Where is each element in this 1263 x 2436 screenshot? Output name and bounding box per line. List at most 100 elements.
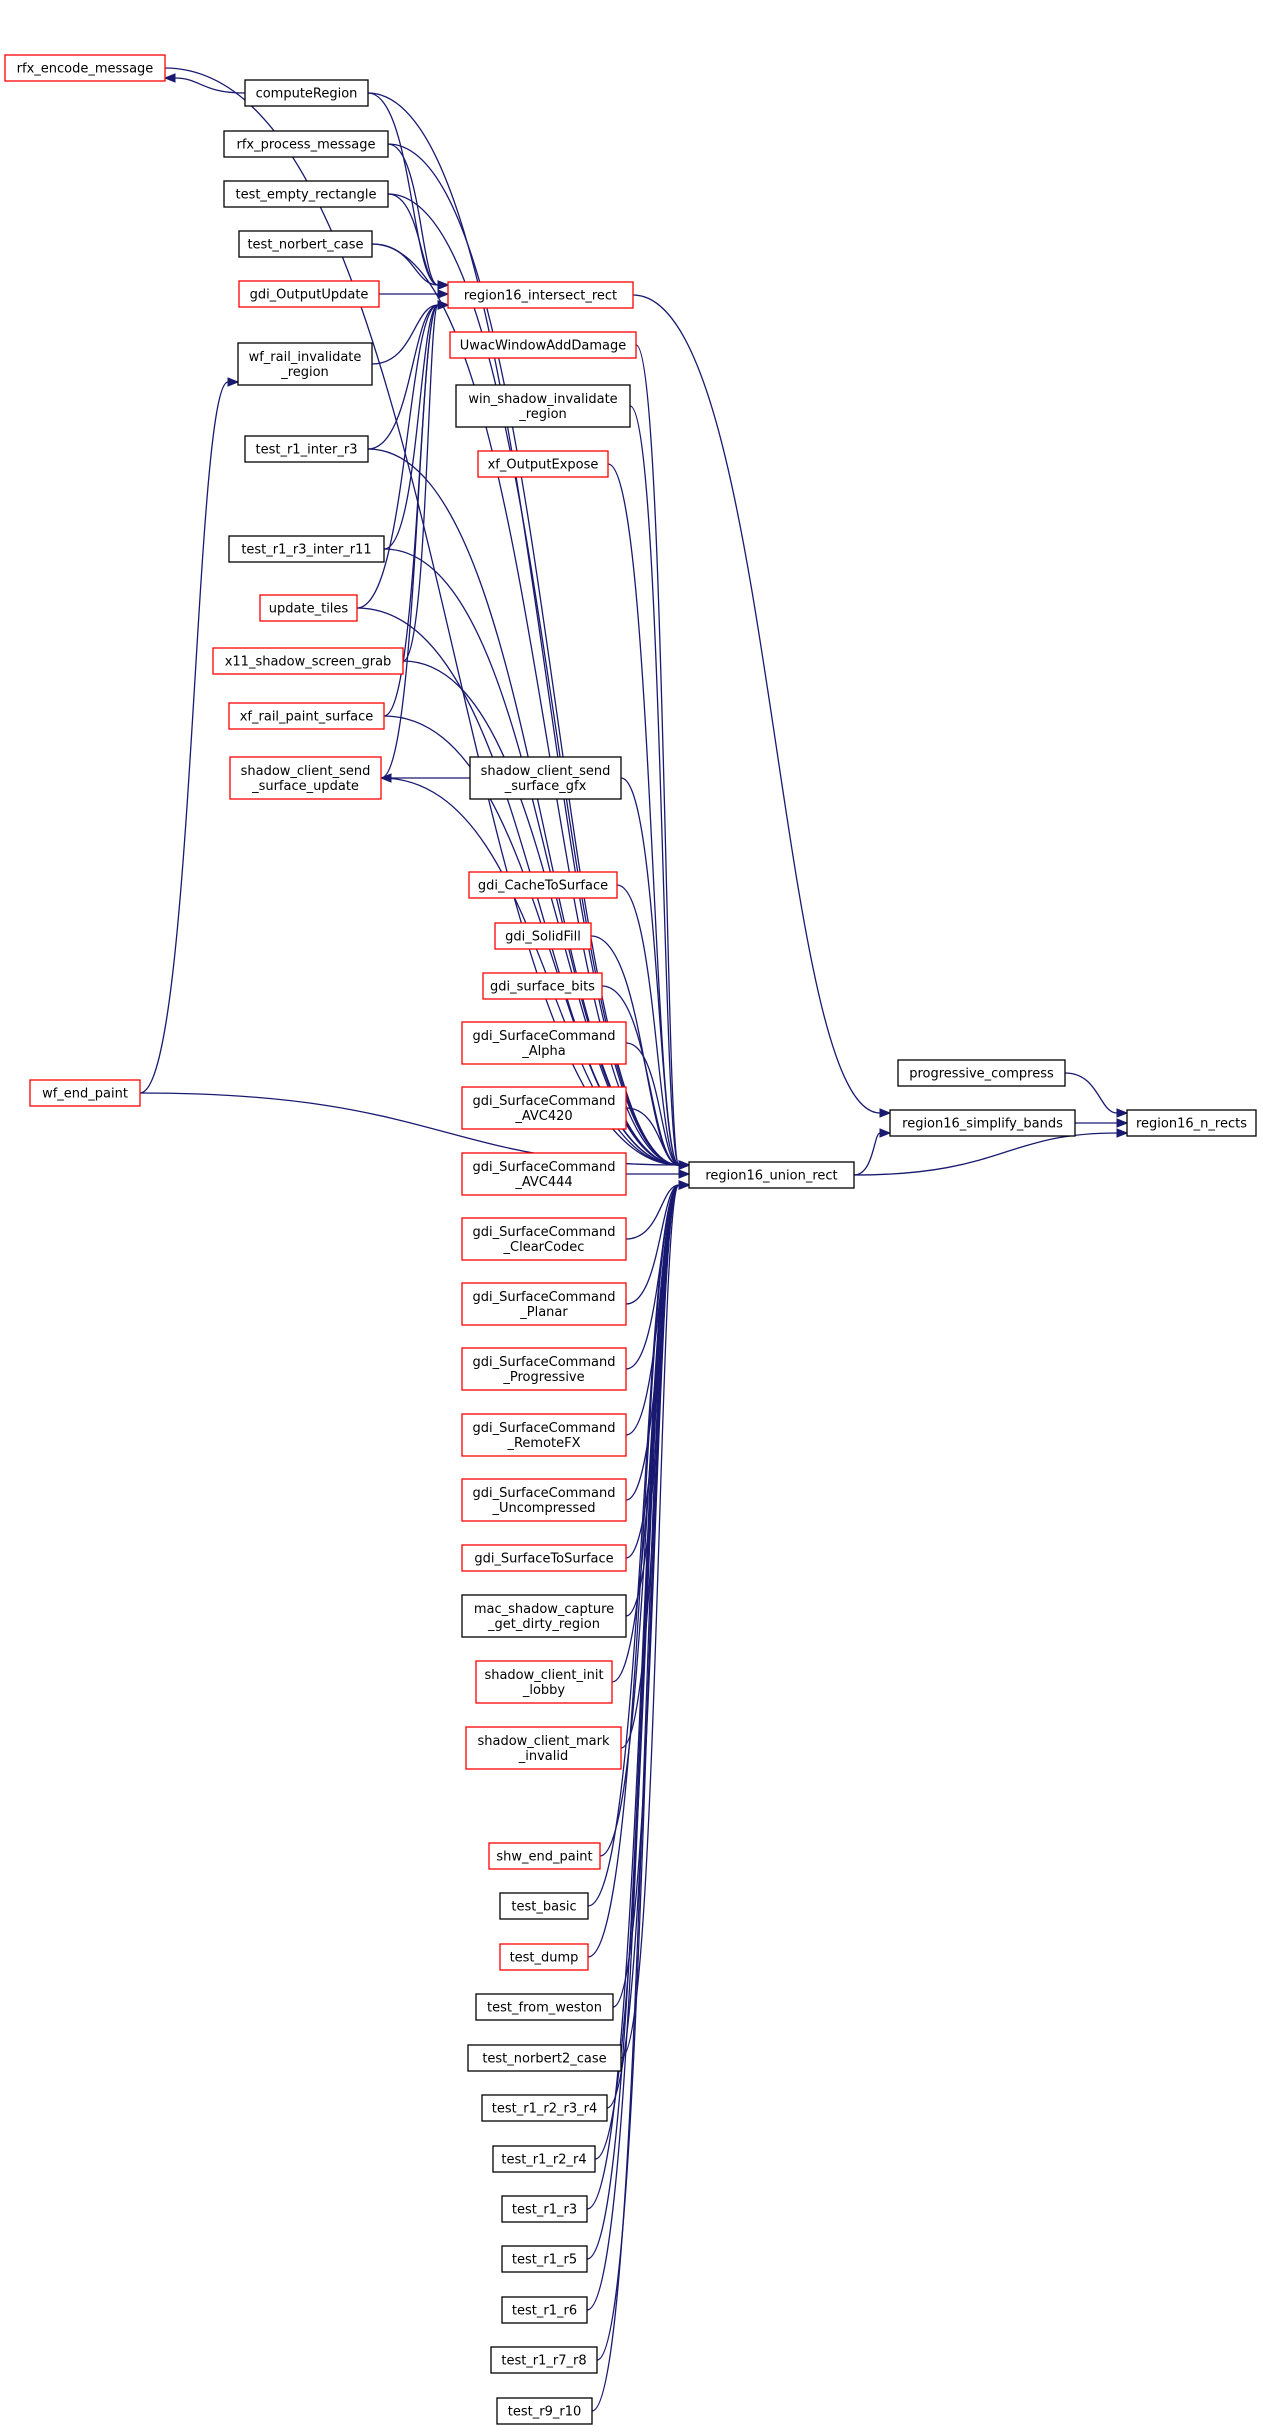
node-box [229, 756, 382, 800]
node-rfx-encode-message[interactable]: rfx_encode_message [4, 54, 166, 82]
node-label: gdi_SolidFill [505, 930, 581, 945]
edge-line [620, 777, 680, 1166]
node-label: _lobby [522, 1683, 566, 1698]
node-box [688, 1161, 855, 1189]
node-gdi-surface-bits[interactable]: gdi_surface_bits [482, 972, 603, 1000]
node-box [461, 1413, 627, 1457]
arrowhead [678, 1160, 691, 1170]
node-test-r1-inter-r3[interactable]: test_r1_inter_r3 [244, 435, 369, 463]
node-label: test_r1_r3 [512, 2203, 577, 2218]
node-region16-union-rect[interactable]: region16_union_rect [688, 1161, 855, 1189]
call-edge [387, 143, 450, 290]
node-test-r1-r3[interactable]: test_r1_r3 [501, 2195, 588, 2223]
node-shw-end-paint[interactable]: shw_end_paint [488, 1842, 601, 1870]
node-gdi-surfacecommand-progressive[interactable]: gdi_SurfaceCommand_Progressive [461, 1347, 627, 1391]
call-edge [632, 294, 892, 1118]
node-box [501, 2195, 588, 2223]
node-test-r1-r7-r8[interactable]: test_r1_r7_r8 [490, 2346, 598, 2374]
node-gdi-surfacecommand-planar[interactable]: gdi_SurfaceCommand_Planar [461, 1282, 627, 1326]
node-test-r1-r2-r3-r4[interactable]: test_r1_r2_r3_r4 [481, 2094, 608, 2122]
node-box [461, 1594, 627, 1638]
node-test-dump[interactable]: test_dump [499, 1943, 589, 1971]
node-mac-shadow-capture-get-dirty-region[interactable]: mac_shadow_capture_get_dirty_region [461, 1594, 627, 1638]
node-test-r1-r6[interactable]: test_r1_r6 [501, 2296, 588, 2324]
edge-line [853, 1132, 881, 1176]
node-test-empty-rectangle[interactable]: test_empty_rectangle [223, 180, 389, 208]
node-box [223, 180, 389, 208]
node-gdi-cachetosurface[interactable]: gdi_CacheToSurface [468, 871, 618, 899]
node-region16-intersect-rect[interactable]: region16_intersect_rect [447, 281, 634, 309]
node-gdi-surfacetosurface[interactable]: gdi_SurfaceToSurface [461, 1544, 627, 1572]
node-box [461, 1544, 627, 1572]
node-test-r9-r10[interactable]: test_r9_r10 [496, 2397, 593, 2425]
node-label: _surface_gfx [504, 779, 587, 794]
arrowhead [879, 1108, 892, 1118]
node-test-norbert-case[interactable]: test_norbert_case [238, 230, 373, 258]
node-region16-simplify-bands[interactable]: region16_simplify_bands [889, 1109, 1076, 1137]
call-edge [625, 1180, 691, 1240]
node-label: gdi_surface_bits [490, 980, 595, 995]
node-gdi-surfacecommand-avc420[interactable]: gdi_SurfaceCommand_AVC420 [461, 1086, 627, 1130]
edge-line [596, 1184, 680, 2361]
node-box [897, 1059, 1066, 1087]
node-rfx-process-message[interactable]: rfx_process_message [223, 130, 389, 158]
node-shadow-client-mark-invalid[interactable]: shadow_client_mark_invalid [465, 1726, 622, 1770]
node-label: gdi_SurfaceCommand [473, 1160, 616, 1175]
call-edge [371, 300, 450, 365]
node-label: test_r1_r2_r3_r4 [492, 2102, 597, 2117]
node-wf-end-paint[interactable]: wf_end_paint [29, 1079, 141, 1107]
node-box [223, 130, 389, 158]
node-test-norbert2-case[interactable]: test_norbert2_case [467, 2044, 622, 2072]
node-box [461, 1282, 627, 1326]
node-label: region16_union_rect [705, 1169, 837, 1184]
node-test-r1-r5[interactable]: test_r1_r5 [501, 2245, 588, 2273]
call-edge [383, 300, 450, 550]
node-x11-shadow-screen-grab[interactable]: x11_shadow_screen_grab [212, 647, 404, 675]
node-label: progressive_compress [909, 1067, 1054, 1082]
edge-line [387, 143, 439, 286]
node-shadow-client-init-lobby[interactable]: shadow_client_init_lobby [475, 1660, 613, 1704]
node-label: gdi_SurfaceCommand [473, 1355, 616, 1370]
node-box [244, 435, 369, 463]
node-shadow-client-send-surface-gfx[interactable]: shadow_client_send_surface_gfx [469, 756, 622, 800]
call-edge [378, 289, 450, 299]
node-label: test_dump [510, 1951, 579, 1966]
node-label: UwacWindowAddDamage [460, 339, 627, 354]
edge-line [402, 304, 439, 662]
node-test-basic[interactable]: test_basic [499, 1892, 589, 1920]
node-label: wf_end_paint [42, 1087, 128, 1102]
nodes-layer: region16_n_rectsprogressive_compressregi… [4, 54, 1257, 2425]
node-gdi-surfacecommand-avc444[interactable]: gdi_SurfaceCommand_AVC444 [461, 1152, 627, 1196]
node-label: test_basic [511, 1900, 576, 1915]
node-win-shadow-invalidate-region[interactable]: win_shadow_invalidate_region [455, 384, 631, 428]
node-gdi-surfacecommand-clearcodec[interactable]: gdi_SurfaceCommand_ClearCodec [461, 1217, 627, 1261]
node-label: test_r1_r7_r8 [501, 2354, 586, 2369]
node-gdi-outputupdate[interactable]: gdi_OutputUpdate [238, 280, 380, 308]
call-edge [383, 548, 691, 1170]
arrowhead [1116, 1128, 1129, 1138]
edge-line [1064, 1072, 1118, 1114]
edge-line [625, 1042, 680, 1166]
node-test-r1-r3-inter-r11[interactable]: test_r1_r3_inter_r11 [228, 535, 385, 563]
node-shadow-client-send-surface-update[interactable]: shadow_client_send_surface_update [229, 756, 382, 800]
node-uwacwindowadddamage[interactable]: UwacWindowAddDamage [449, 331, 637, 359]
node-xf-outputexpose[interactable]: xf_OutputExpose [477, 450, 609, 478]
node-progressive-compress[interactable]: progressive_compress [897, 1059, 1066, 1087]
node-gdi-surfacecommand-remotefx[interactable]: gdi_SurfaceCommand_RemoteFX [461, 1413, 627, 1457]
node-label: _Progressive [502, 1370, 584, 1385]
node-box [475, 1660, 613, 1704]
node-label: xf_OutputExpose [488, 458, 599, 473]
node-label: _region [518, 407, 567, 422]
node-xf-rail-paint-surface[interactable]: xf_rail_paint_surface [228, 702, 385, 730]
node-test-from-weston[interactable]: test_from_weston [475, 1993, 614, 2021]
node-gdi-surfacecommand-alpha[interactable]: gdi_SurfaceCommand_Alpha [461, 1021, 627, 1065]
node-wf-rail-invalidate-region[interactable]: wf_rail_invalidate_region [237, 342, 373, 386]
node-gdi-solidfill[interactable]: gdi_SolidFill [494, 922, 592, 950]
node-computeregion[interactable]: computeRegion [244, 79, 369, 107]
node-test-r1-r2-r4[interactable]: test_r1_r2_r4 [492, 2145, 596, 2173]
node-label: xf_rail_paint_surface [240, 710, 374, 725]
edge-line [625, 1107, 680, 1166]
node-box [477, 450, 609, 478]
node-gdi-surfacecommand-uncompressed[interactable]: gdi_SurfaceCommand_Uncompressed [461, 1478, 627, 1522]
node-update-tiles[interactable]: update_tiles [259, 594, 358, 622]
